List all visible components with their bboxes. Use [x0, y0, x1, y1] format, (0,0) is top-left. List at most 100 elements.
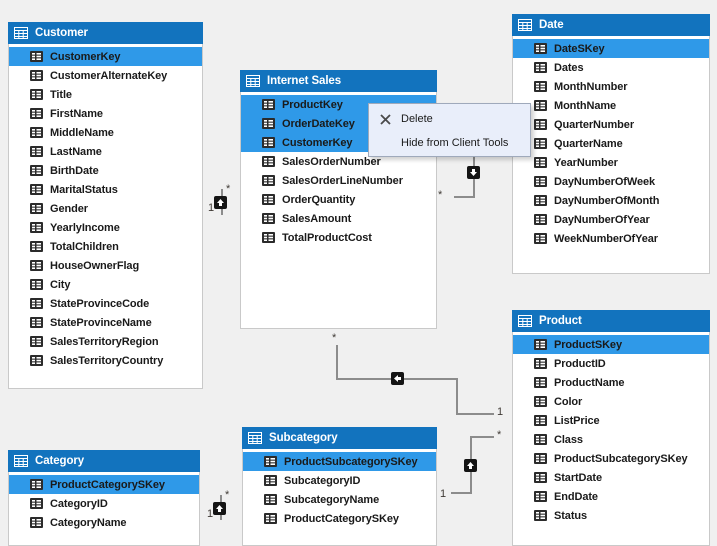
- field-row[interactable]: DayNumberOfYear: [513, 210, 709, 229]
- field-row[interactable]: Class: [513, 430, 709, 449]
- column-icon: [534, 195, 547, 206]
- field-row[interactable]: SalesOrderLineNumber: [241, 171, 436, 190]
- field-label: ProductID: [554, 357, 606, 370]
- field-row[interactable]: FirstName: [9, 104, 202, 123]
- field-row[interactable]: City: [9, 275, 202, 294]
- field-row[interactable]: Title: [9, 85, 202, 104]
- field-row[interactable]: CustomerKey: [9, 47, 202, 66]
- column-icon: [534, 339, 547, 350]
- anchor-arrow-up-icon[interactable]: [213, 502, 226, 515]
- field-label: DayNumberOfMonth: [554, 194, 660, 207]
- field-row[interactable]: MonthName: [513, 96, 709, 115]
- field-row[interactable]: SalesTerritoryCountry: [9, 351, 202, 370]
- field-row[interactable]: DayNumberOfMonth: [513, 191, 709, 210]
- field-label: StateProvinceCode: [50, 297, 150, 310]
- field-row[interactable]: BirthDate: [9, 161, 202, 180]
- column-icon: [264, 475, 277, 486]
- field-row[interactable]: SubcategoryID: [243, 471, 436, 490]
- field-row[interactable]: WeekNumberOfYear: [513, 229, 709, 248]
- anchor-arrow-up-icon[interactable]: [214, 196, 227, 209]
- field-row[interactable]: CustomerAlternateKey: [9, 66, 202, 85]
- anchor-arrow-up-icon[interactable]: [464, 459, 477, 472]
- field-row[interactable]: StateProvinceCode: [9, 294, 202, 313]
- field-row[interactable]: HouseOwnerFlag: [9, 256, 202, 275]
- field-label: CustomerAlternateKey: [50, 69, 168, 82]
- field-row[interactable]: ProductSKey: [513, 335, 709, 354]
- field-label: Class: [554, 433, 583, 446]
- relationship-line-subcategory-product[interactable]: [451, 492, 472, 494]
- column-icon: [30, 317, 43, 328]
- field-row[interactable]: EndDate: [513, 487, 709, 506]
- field-row[interactable]: ProductSubcategorySKey: [513, 449, 709, 468]
- relationship-line-internet-sales-date[interactable]: [454, 196, 475, 198]
- field-row[interactable]: TotalChildren: [9, 237, 202, 256]
- field-row[interactable]: ProductName: [513, 373, 709, 392]
- menu-item-delete[interactable]: Delete: [369, 107, 530, 131]
- field-row[interactable]: ProductCategorySKey: [9, 475, 199, 494]
- table-header[interactable]: Customer: [8, 22, 203, 44]
- field-label: Color: [554, 395, 583, 408]
- field-row[interactable]: SalesAmount: [241, 209, 436, 228]
- field-row[interactable]: CategoryName: [9, 513, 199, 532]
- field-row[interactable]: Dates: [513, 58, 709, 77]
- cardinality-many-label: *: [226, 183, 231, 195]
- field-row[interactable]: MaritalStatus: [9, 180, 202, 199]
- table-header[interactable]: Product: [512, 310, 710, 332]
- cardinality-one-label: 1: [207, 508, 214, 520]
- table-header[interactable]: Internet Sales: [240, 70, 437, 92]
- relationship-line-subcategory-product[interactable]: [470, 436, 494, 438]
- field-row[interactable]: CategoryID: [9, 494, 199, 513]
- field-label: ProductSKey: [554, 338, 622, 351]
- column-icon: [30, 479, 43, 490]
- menu-item-label: Delete: [401, 113, 433, 125]
- field-row[interactable]: TotalProductCost: [241, 228, 436, 247]
- table-header[interactable]: Date: [512, 14, 710, 36]
- field-row[interactable]: StateProvinceName: [9, 313, 202, 332]
- field-row[interactable]: StartDate: [513, 468, 709, 487]
- field-row[interactable]: DayNumberOfWeek: [513, 172, 709, 191]
- field-row[interactable]: YearNumber: [513, 153, 709, 172]
- field-label: MonthName: [554, 99, 617, 112]
- field-row[interactable]: MonthNumber: [513, 77, 709, 96]
- cardinality-one-label: 1: [208, 202, 215, 214]
- column-icon: [534, 62, 547, 73]
- relationship-line-internet-sales-product[interactable]: [456, 378, 458, 415]
- field-row[interactable]: OrderQuantity: [241, 190, 436, 209]
- field-row[interactable]: ProductSubcategorySKey: [243, 452, 436, 471]
- field-row[interactable]: MiddleName: [9, 123, 202, 142]
- field-row[interactable]: ProductID: [513, 354, 709, 373]
- field-row[interactable]: YearlyIncome: [9, 218, 202, 237]
- field-row[interactable]: SalesOrderNumber: [241, 152, 436, 171]
- table-header[interactable]: Subcategory: [242, 427, 437, 449]
- field-row[interactable]: DateSKey: [513, 39, 709, 58]
- field-row[interactable]: QuarterNumber: [513, 115, 709, 134]
- table-header[interactable]: Category: [8, 450, 200, 472]
- column-icon: [262, 118, 275, 129]
- field-row[interactable]: SalesTerritoryRegion: [9, 332, 202, 351]
- anchor-arrow-left-icon[interactable]: [391, 372, 404, 385]
- field-row[interactable]: Color: [513, 392, 709, 411]
- field-row[interactable]: LastName: [9, 142, 202, 161]
- field-label: SalesTerritoryCountry: [50, 354, 164, 367]
- column-icon: [534, 434, 547, 445]
- field-row[interactable]: SubcategoryName: [243, 490, 436, 509]
- field-row[interactable]: QuarterName: [513, 134, 709, 153]
- field-row[interactable]: ListPrice: [513, 411, 709, 430]
- field-row[interactable]: ProductCategorySKey: [243, 509, 436, 528]
- menu-item-hide-from-client-tools[interactable]: Hide from Client Tools: [369, 131, 530, 155]
- field-label: ProductSubcategorySKey: [554, 452, 688, 465]
- relationship-line-internet-sales-product[interactable]: [336, 345, 338, 380]
- column-icon: [534, 119, 547, 130]
- relationship-line-internet-sales-product[interactable]: [456, 413, 494, 415]
- delete-x-icon: [369, 113, 401, 125]
- anchor-arrow-down-icon[interactable]: [467, 166, 480, 179]
- field-label: ProductCategorySKey: [284, 512, 399, 525]
- field-row[interactable]: Status: [513, 506, 709, 525]
- field-label: SubcategoryName: [284, 493, 380, 506]
- field-row[interactable]: Gender: [9, 199, 202, 218]
